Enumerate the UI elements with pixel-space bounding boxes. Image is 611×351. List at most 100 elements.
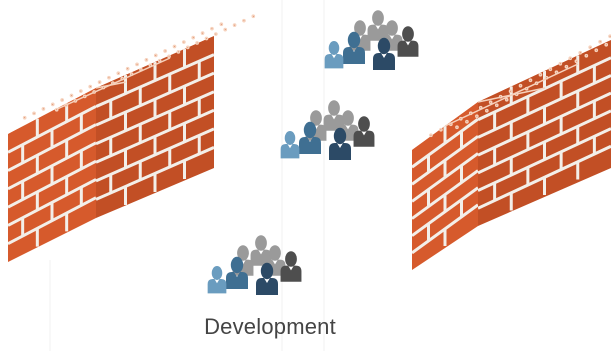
- brick-hole: [558, 61, 563, 66]
- person-icon: [207, 266, 227, 294]
- people-group-icon: [207, 235, 302, 295]
- person-icon: [324, 41, 344, 69]
- brick-hole: [475, 114, 479, 119]
- development-label: Development: [204, 314, 336, 339]
- brick-hole: [153, 53, 158, 58]
- person-icon: [397, 26, 419, 57]
- brick-hole: [508, 89, 513, 94]
- brick-hole: [455, 125, 459, 130]
- brick-hole: [439, 127, 443, 132]
- person-icon: [280, 251, 302, 282]
- brick-hole: [584, 53, 589, 58]
- mortar-line: [444, 63, 579, 127]
- brick-hole: [176, 50, 181, 54]
- brick-hole: [200, 31, 205, 35]
- brick-hole: [544, 75, 549, 80]
- brick-hole: [79, 89, 83, 93]
- brick-hole: [120, 76, 125, 81]
- brick-wall-right-icon: [412, 34, 611, 270]
- brick-hole: [148, 63, 153, 68]
- person-icon: [329, 127, 351, 160]
- brick-hole: [465, 119, 469, 124]
- brick-hole: [219, 22, 224, 27]
- brick-wall-left-icon: [8, 14, 256, 262]
- brick-hole: [429, 133, 433, 138]
- brick-hole: [578, 50, 583, 55]
- brick-hole: [101, 85, 106, 90]
- brick-hole: [111, 81, 115, 85]
- brick-hole: [524, 86, 529, 91]
- background-guides: [49, 0, 325, 351]
- brick-hole: [204, 36, 209, 41]
- brick-hole: [223, 27, 228, 32]
- brick-hole: [458, 116, 463, 121]
- brick-hole: [534, 81, 539, 86]
- brick-hole: [538, 72, 543, 77]
- brick-hole: [195, 41, 199, 45]
- brick-hole: [22, 115, 27, 120]
- person-icon: [373, 37, 395, 70]
- brick-hole: [69, 93, 74, 98]
- brick-hole: [468, 111, 473, 116]
- brick-hole: [107, 75, 111, 80]
- brick-hole: [528, 78, 533, 83]
- brick-hole: [172, 44, 177, 49]
- brick-hole: [514, 92, 519, 97]
- brick-hole: [484, 108, 489, 113]
- brick-hole: [163, 49, 167, 53]
- brick-hole: [135, 62, 139, 67]
- person-icon: [226, 256, 248, 289]
- brick-hole: [548, 67, 553, 72]
- brick-hole: [129, 72, 134, 76]
- brick-hole: [191, 35, 196, 40]
- brick-hole: [88, 84, 93, 89]
- brick-hole: [588, 45, 593, 50]
- brick-hole: [594, 48, 599, 53]
- brick-hole: [92, 90, 96, 94]
- brick-hole: [60, 98, 64, 102]
- brick-hole: [518, 83, 523, 88]
- brick-hole: [232, 23, 237, 27]
- brick-hole: [185, 45, 190, 50]
- brick-hole: [73, 99, 78, 103]
- brick-hole: [478, 105, 483, 110]
- people-group-icon: [324, 10, 419, 70]
- person-icon: [256, 262, 278, 295]
- brick-hole: [449, 122, 453, 127]
- brick-hole: [568, 56, 573, 61]
- brick-hole: [97, 80, 102, 84]
- person-icon: [353, 116, 375, 147]
- brick-hole: [604, 42, 609, 47]
- person-icon: [299, 121, 321, 154]
- brick-hole: [242, 18, 246, 23]
- brick-hole: [214, 32, 218, 36]
- brick-hole: [54, 107, 59, 112]
- brick-hole: [598, 39, 602, 44]
- brick-hole: [574, 59, 579, 64]
- brick-hole: [139, 67, 143, 72]
- brick-hole: [116, 71, 121, 76]
- brick-hole: [498, 94, 503, 99]
- brick-hole: [251, 14, 256, 19]
- brick-hole: [488, 100, 493, 105]
- brick-hole: [554, 70, 559, 75]
- brick-hole: [144, 58, 149, 62]
- brick-hole: [504, 97, 509, 102]
- people-group-icon: [280, 100, 375, 160]
- brick-hole: [32, 111, 36, 116]
- brick-hole: [125, 66, 130, 71]
- brick-hole: [210, 26, 214, 31]
- person-icon: [343, 31, 365, 64]
- brick-hole: [564, 64, 569, 69]
- brick-hole: [494, 103, 499, 108]
- brick-hole: [608, 34, 611, 39]
- brick-hole: [182, 40, 186, 44]
- person-icon: [280, 131, 300, 159]
- brick-hole: [157, 58, 162, 63]
- brick-hole: [41, 107, 46, 111]
- brick-hole: [64, 103, 68, 108]
- brick-hole: [167, 54, 171, 59]
- brick-hole: [50, 102, 55, 107]
- brick-hole: [82, 94, 87, 99]
